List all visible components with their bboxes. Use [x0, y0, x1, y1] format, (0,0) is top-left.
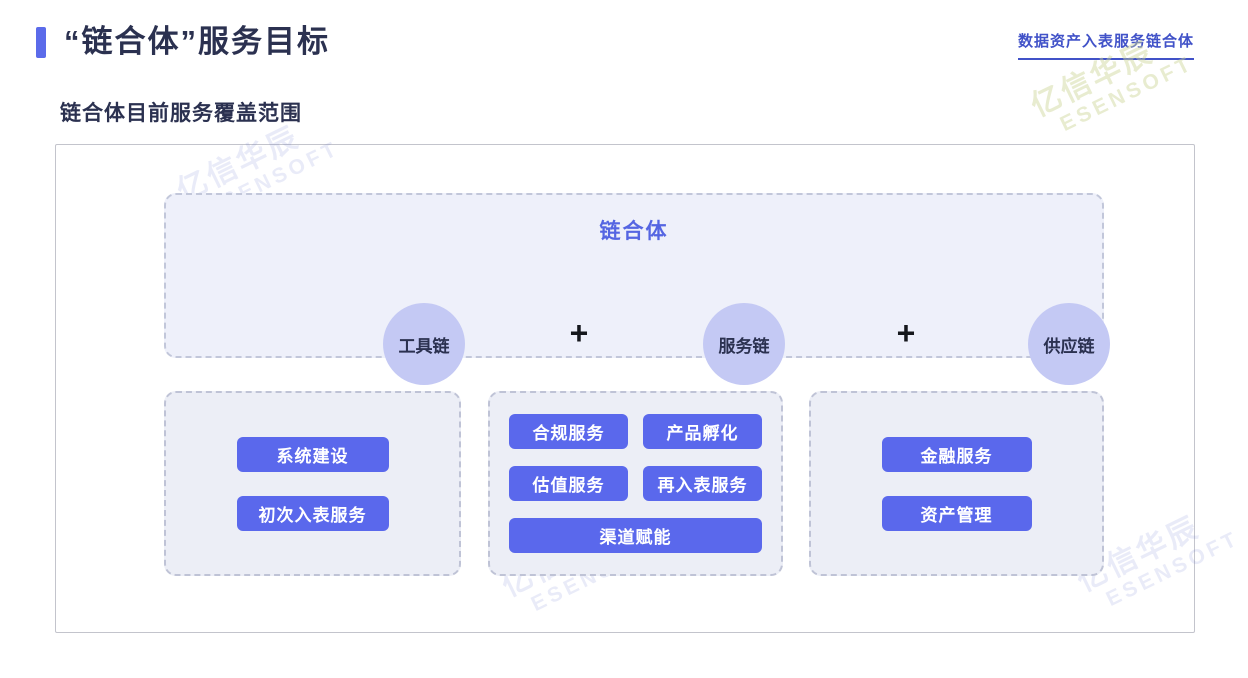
service-button: 合规服务	[509, 414, 628, 449]
plus-sign: +	[569, 315, 589, 351]
service-button: 产品孵化	[643, 414, 762, 449]
plus-sign: +	[896, 315, 916, 351]
diagram-card: 亿信华辰 ESENSOFT 亿信华辰 ESENSOFT 亿信华辰 ESENSOF…	[55, 121, 1243, 633]
chain-circle-tool: 工具链	[383, 303, 465, 385]
service-button: 渠道赋能	[509, 518, 762, 553]
chain-circle-service: 服务链	[703, 303, 785, 385]
service-button: 再入表服务	[643, 466, 762, 501]
group-box-supply-chain: 金融服务 资产管理	[809, 391, 1104, 576]
chain-alliance-container: 链合体 工具链 + 服务链 + 供应链	[164, 193, 1110, 385]
service-button: 初次入表服务	[236, 495, 389, 531]
title-accent-bar	[36, 27, 46, 58]
service-button: 资产管理	[881, 495, 1032, 531]
group-box-tool-chain: 系统建设 初次入表服务	[164, 391, 461, 576]
service-button: 系统建设	[236, 436, 389, 472]
section-subtitle: 链合体目前服务覆盖范围	[60, 102, 302, 125]
chain-alliance-title: 链合体	[599, 220, 669, 243]
header-link[interactable]: 数据资产入表服务链合体	[1017, 30, 1194, 60]
service-button: 估值服务	[509, 466, 628, 501]
chain-circle-supply: 供应链	[1028, 303, 1110, 385]
page-title: “链合体”服务目标	[64, 24, 330, 59]
group-box-service-chain: 合规服务 产品孵化 估值服务 再入表服务 渠道赋能	[488, 391, 783, 576]
service-button: 金融服务	[881, 436, 1032, 472]
